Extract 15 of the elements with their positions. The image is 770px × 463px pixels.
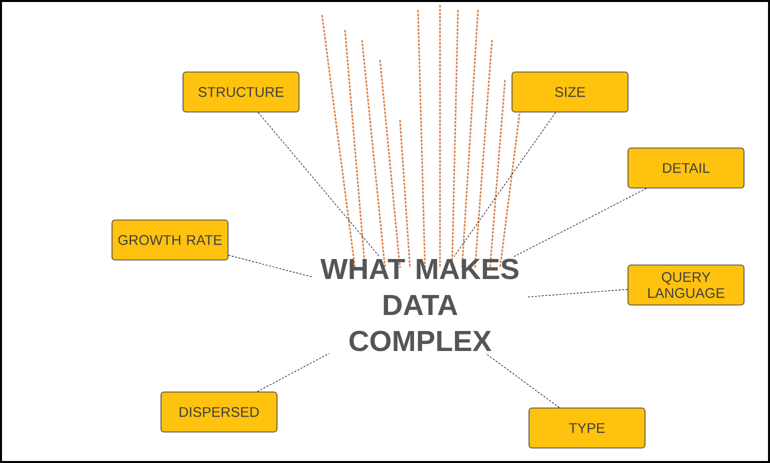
label-box: STRUCTURE [182, 72, 300, 112]
leader-line [454, 112, 556, 257]
leader-line [257, 353, 330, 392]
leader-line [228, 254, 314, 278]
label-box: DETAIL [628, 148, 744, 188]
label-box: GROWTH RATE [112, 220, 228, 260]
label-box: SIZE [512, 72, 628, 112]
leader-line [258, 112, 380, 257]
leader-line [526, 289, 628, 298]
heading-text: WHAT MAKES DATA COMPLEX [320, 258, 518, 352]
leader-line [485, 353, 560, 408]
label-box: QUERY LANGUAGE [628, 264, 744, 306]
label-box: TYPE [528, 408, 646, 448]
label-box: DISPERSED [160, 392, 278, 432]
leader-line [514, 188, 647, 257]
